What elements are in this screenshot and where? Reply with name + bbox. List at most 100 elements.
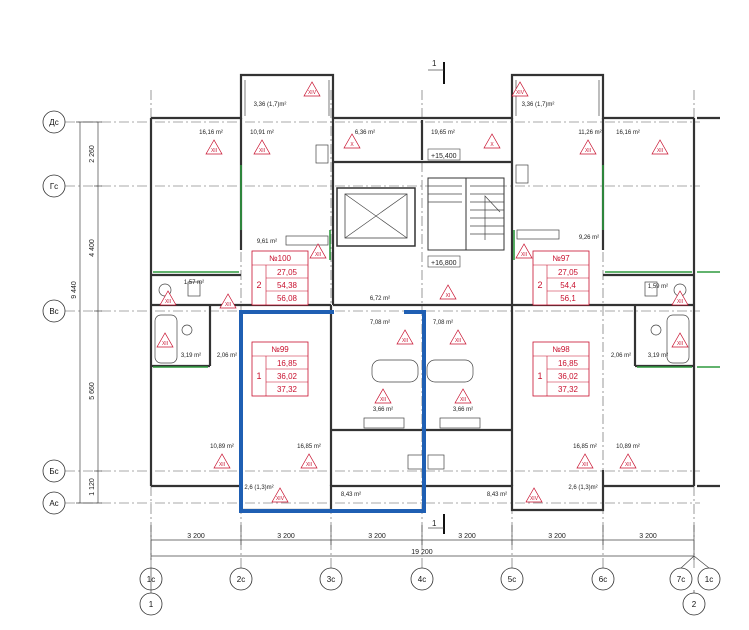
axis-number-1: 1 <box>139 590 163 616</box>
room-tag-label: XII <box>402 338 408 344</box>
room-tag-label: XII <box>677 299 683 305</box>
elevation-top: +15,400 <box>431 153 457 160</box>
highlight-outline <box>239 310 426 513</box>
axis-number-label: 1 <box>149 600 154 609</box>
room-area: 3,66 m² <box>373 407 393 413</box>
room-tag-label: X <box>350 142 354 148</box>
room-tag-label: XII <box>585 148 591 154</box>
axis-marker-h-8: 1c <box>697 567 721 591</box>
section-marks: 1 1 <box>428 59 445 534</box>
apartment-labels: №100227,0554,3856,08№97227,0554,456,1№99… <box>251 250 590 397</box>
room-area: 11,26 m² <box>578 130 601 136</box>
axis-label: 7c <box>677 575 685 584</box>
axis-label: 4c <box>418 575 426 584</box>
room-tag: X <box>343 133 361 149</box>
apartment-area: 16,85 <box>277 359 298 368</box>
axis-label: Дс <box>49 118 58 127</box>
room-tag: XIV <box>525 487 543 503</box>
axis-marker-3: Вс <box>42 299 66 323</box>
apartment-area: 56,08 <box>277 294 298 303</box>
room-tag-label: X <box>490 142 494 148</box>
room-area: 3,66 m² <box>453 407 473 413</box>
axis-marker-h-7: 7c <box>669 567 693 591</box>
room-tag: XII <box>671 332 689 348</box>
dim-6: 3 200 <box>639 533 657 540</box>
room-tag: XII <box>619 453 637 469</box>
axis-label: 2c <box>237 575 245 584</box>
dim-2: 3 200 <box>277 533 295 540</box>
room-area: 16,85 m² <box>573 444 597 450</box>
room-tag-label: XII <box>315 252 321 258</box>
room-tag-label: XII <box>657 148 663 154</box>
section-mark-top: 1 <box>432 59 437 68</box>
apartment-area: 27,05 <box>558 268 579 277</box>
room-tag: XII <box>300 453 318 469</box>
room-tag-label: XII <box>521 252 527 258</box>
room-tag: XII <box>253 139 271 155</box>
room-tag: XII <box>205 139 223 155</box>
room-area: 3,19 m² <box>648 353 668 359</box>
apartment-number: №97 <box>552 254 570 263</box>
room-tag: X <box>483 133 501 149</box>
room-tag-label: XI <box>446 293 451 299</box>
room-area: 3,36 (1,7)m² <box>522 102 555 108</box>
axis-label: 5c <box>508 575 516 584</box>
room-tag: XII <box>454 388 472 404</box>
room-area: 7,08 m² <box>433 320 453 326</box>
room-area: 16,85 m² <box>297 444 321 450</box>
room-area: 9,26 m² <box>579 235 599 241</box>
room-tag-label: XII <box>380 397 386 403</box>
apartment-area: 37,32 <box>277 385 298 394</box>
apartment-area: 36,02 <box>558 372 579 381</box>
room-tag-label: XII <box>625 462 631 468</box>
room-tags: XII XII X X XII XII XIV XIV XII XII XII XII XI XII XII… <box>156 81 689 503</box>
axis-marker-h-4: 4c <box>410 567 434 591</box>
room-tag: XII <box>449 329 467 345</box>
room-tag-label: XII <box>460 397 466 403</box>
room-area: 6,72 m² <box>370 296 390 302</box>
axis-marker-1: Дс <box>42 110 66 134</box>
room-tag: XII <box>156 332 174 348</box>
room-area: 8,43 m² <box>341 492 361 498</box>
room-tag: XII <box>213 453 231 469</box>
room-tag-label: XII <box>455 338 461 344</box>
apartment-label: №98 1 16,85 36,02 37,32 <box>532 341 590 397</box>
room-tag-label: XII <box>165 299 171 305</box>
apartment-area: 16,85 <box>558 359 579 368</box>
dim-total-horizontal: 19 200 <box>411 549 433 556</box>
room-tag-label: XII <box>162 341 168 347</box>
dimension-chain-left: 2 260 4 400 5 660 1 120 9 440 <box>71 121 102 504</box>
room-tag-label: XIV <box>276 496 285 502</box>
room-tag: XII <box>219 293 237 309</box>
elevation-mid: +16,800 <box>431 260 457 267</box>
elevation-marks: +15,400 +16,800 <box>427 148 461 268</box>
room-tag-label: XIV <box>516 90 525 96</box>
room-area: 10,89 m² <box>210 444 234 450</box>
room-tag-label: XII <box>582 462 588 468</box>
section-mark-bottom: 1 <box>432 519 437 528</box>
room-tag-label: XIV <box>530 496 539 502</box>
apartment-rooms: 2 <box>537 280 542 290</box>
room-area: 3,36 (1,7)m² <box>254 102 287 108</box>
apartment-number: №99 <box>271 345 289 354</box>
room-area: 1,59 m² <box>648 284 668 290</box>
apartment-number: №98 <box>552 345 570 354</box>
room-tag: XIV <box>303 81 321 97</box>
room-tag: XII <box>671 290 689 306</box>
apartment-area: 54,4 <box>560 281 576 290</box>
room-tag-label: XII <box>225 302 231 308</box>
axis-number-2: 2 <box>682 590 706 616</box>
room-tag: XII <box>515 243 533 259</box>
dim-4: 3 200 <box>458 533 476 540</box>
dim-5: 3 200 <box>548 533 566 540</box>
apartment-rooms: 1 <box>537 371 542 381</box>
interior-walls <box>151 118 720 486</box>
stairs <box>427 177 505 251</box>
apartment-area: 56,1 <box>560 294 576 303</box>
apartment-label: №97 2 27,05 54,4 56,1 <box>532 250 590 306</box>
apartment-area: 37,32 <box>558 385 579 394</box>
axis-label: Ас <box>49 499 58 508</box>
room-area: 16,16 m² <box>616 130 640 136</box>
